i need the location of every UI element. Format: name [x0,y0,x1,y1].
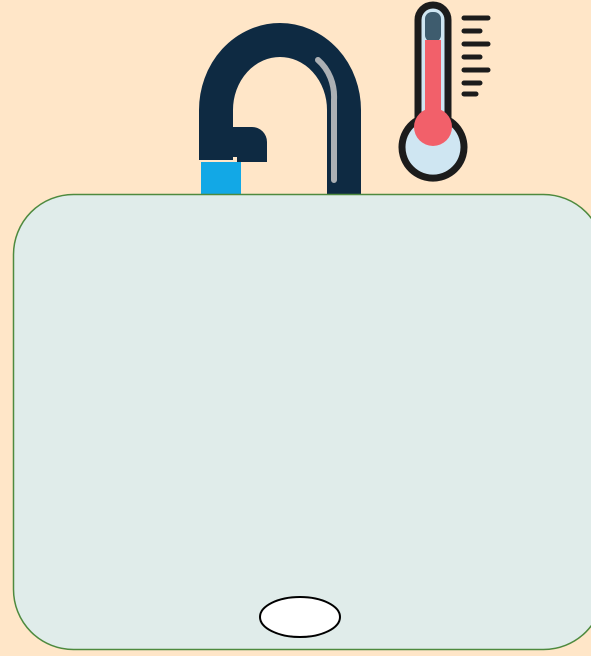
water-tank [14,195,591,650]
water-inlet [201,162,241,198]
thermometer-bulb [414,108,452,146]
thermometer-icon [402,5,488,178]
drain-outlet-icon [260,597,340,637]
thermometer-top-cap [425,12,441,42]
thermometer-ticks [464,18,488,94]
